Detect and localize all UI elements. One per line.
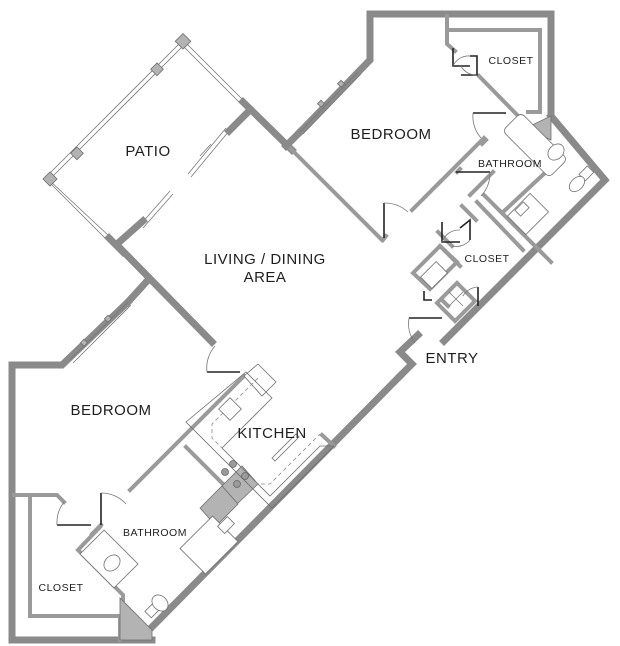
room-label-closet-upper: CLOSET (488, 55, 533, 67)
kitchen-counters (185, 363, 335, 509)
stove-icon (221, 460, 249, 488)
lower-bath-vanity (79, 529, 139, 589)
door-middle-closet[interactable] (441, 218, 471, 247)
toilet-icon (151, 594, 169, 612)
sink-icon (547, 143, 565, 161)
patio-post (174, 32, 192, 50)
door-utility[interactable] (423, 286, 479, 306)
oven-door (271, 433, 300, 462)
door-upper-closet[interactable] (452, 48, 478, 76)
room-label-living-dining-area: AREA (244, 269, 287, 286)
washer-icon (419, 260, 449, 290)
wall-chase (119, 597, 153, 641)
toilet-icon (568, 175, 586, 193)
door-lower-closet[interactable] (56, 501, 91, 526)
room-label-closet-lower: CLOSET (38, 582, 83, 594)
room-label-closet-middle: CLOSET (464, 253, 509, 265)
window-upper-bedroom (299, 71, 362, 135)
kitchen-sink-icon (218, 397, 242, 421)
room-label-entry: ENTRY (425, 350, 478, 367)
door-lower-bedroom[interactable] (206, 345, 240, 373)
patio-railing (42, 32, 244, 241)
patio-post (70, 146, 84, 161)
shower-icon (506, 192, 550, 236)
upper-toilet (568, 165, 595, 193)
walls (8, 10, 610, 644)
room-label-patio: PATIO (125, 143, 170, 160)
room-label-living-dining: LIVING / DINING (204, 251, 326, 268)
patio-post (42, 171, 58, 187)
room-label-bathroom-upper: BATHROOM (478, 158, 542, 170)
patio-sliding-door[interactable] (139, 127, 230, 229)
patio-post (150, 62, 164, 77)
sink-icon (103, 554, 121, 572)
lower-shower (179, 515, 239, 575)
lower-toilet (144, 594, 169, 619)
water-heater-icon (448, 291, 464, 307)
room-label-bathroom-lower: BATHROOM (123, 527, 187, 539)
room-label-bedroom-lower: BEDROOM (70, 402, 151, 419)
door-middle-bathroom[interactable] (456, 171, 491, 197)
room-label-kitchen: KITCHEN (237, 425, 306, 442)
door-upper-bathroom[interactable] (472, 112, 506, 139)
window-lower-bedroom (69, 301, 132, 364)
door-entry[interactable] (408, 317, 442, 344)
door-upper-bedroom[interactable] (383, 202, 409, 238)
room-label-bedroom-upper: BEDROOM (350, 126, 431, 143)
door-lower-bathroom[interactable] (100, 492, 127, 525)
upper-bath-vanity (504, 114, 566, 176)
upper-shower (506, 192, 550, 236)
